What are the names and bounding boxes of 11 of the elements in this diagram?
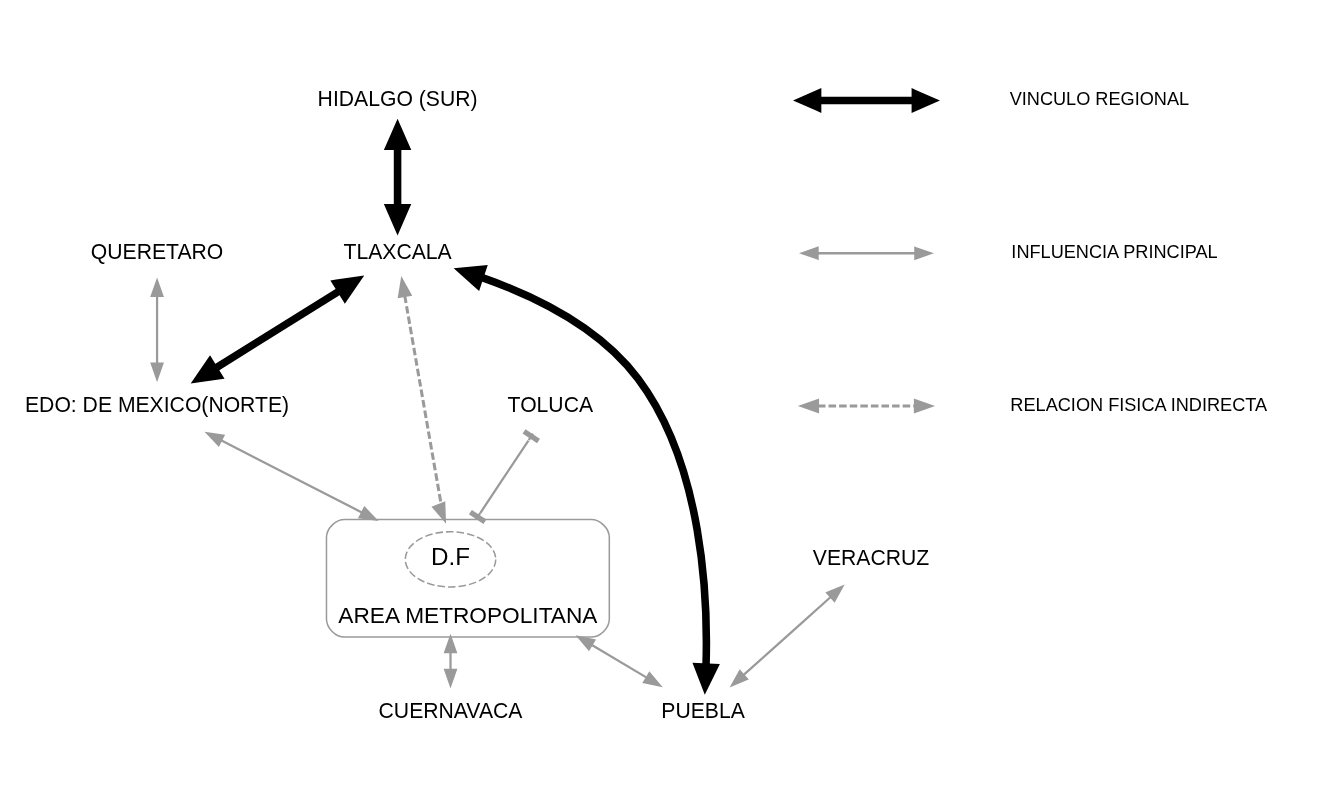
node-text: HIDALGO (SUR) bbox=[317, 86, 478, 110]
legend-label: INFLUENCIA PRINCIPAL bbox=[1011, 241, 1218, 262]
legend-label: RELACION FISICA INDIRECTA bbox=[1010, 394, 1268, 415]
node-text: VERACRUZ bbox=[812, 545, 930, 569]
node-text: TOLUCA bbox=[507, 392, 594, 416]
node-text: TLAXCALA bbox=[343, 239, 452, 263]
node-text: PUEBLA bbox=[661, 698, 745, 722]
node-text: CUERNAVACA bbox=[378, 698, 523, 722]
node-text: QUERETARO bbox=[90, 239, 224, 263]
legend-label: VINCULO REGIONAL bbox=[1009, 88, 1190, 109]
node-text: EDO: DE MEXICO(NORTE) bbox=[25, 392, 290, 416]
